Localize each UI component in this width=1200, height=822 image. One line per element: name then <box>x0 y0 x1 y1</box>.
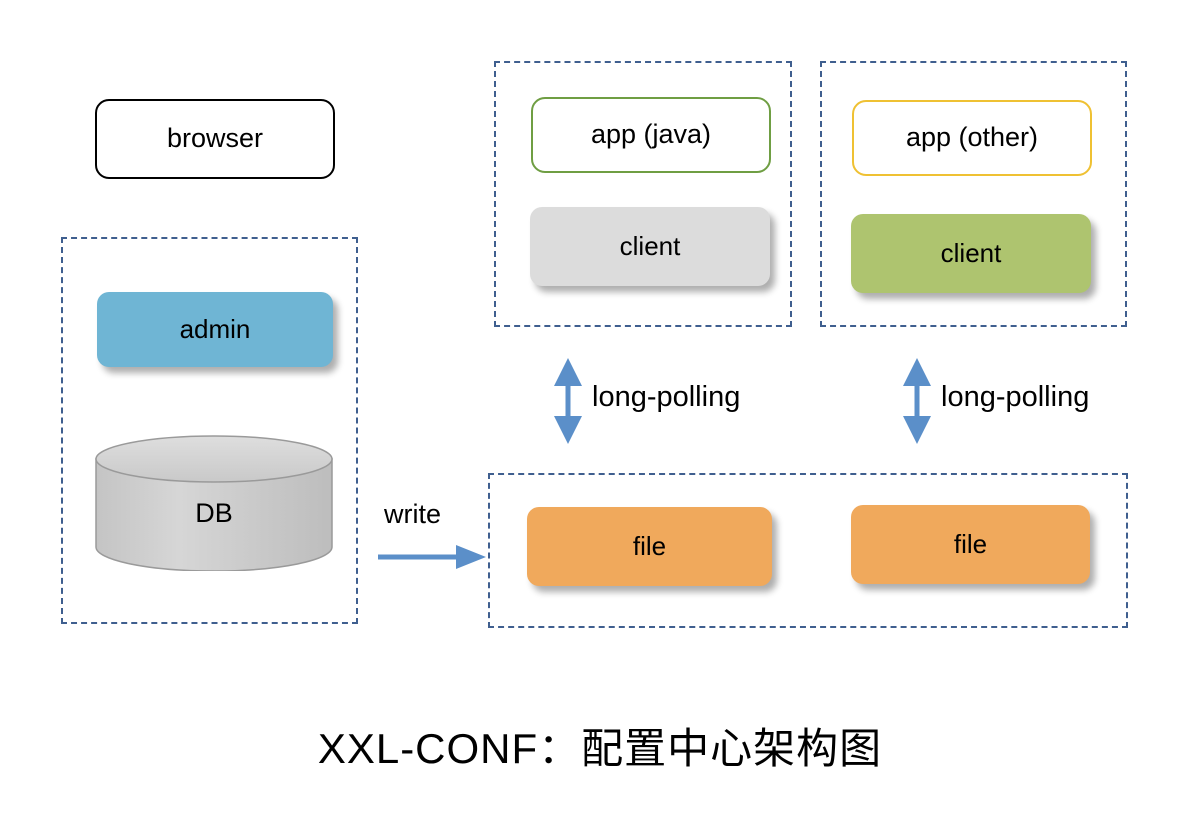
node-admin[interactable]: admin <box>97 292 333 367</box>
arrow-long-polling-left <box>554 358 582 444</box>
client-other-label: client <box>940 238 1002 269</box>
arrow-long-polling-right <box>903 358 931 444</box>
edge-label-long-polling-left: long-polling <box>592 381 741 413</box>
db-cylinder-icon <box>95 435 333 572</box>
node-client-java[interactable]: client <box>530 207 770 286</box>
db-label-wrap: DB <box>95 435 333 571</box>
group-app-other <box>820 61 1127 327</box>
edge-label-write: write <box>384 499 442 529</box>
admin-label: admin <box>179 314 251 345</box>
node-file-right[interactable]: file <box>851 505 1090 584</box>
edge-label-long-polling-right: long-polling <box>941 381 1090 413</box>
file-left-label: file <box>632 531 667 562</box>
group-admin-db <box>61 237 358 624</box>
browser-label: browser <box>166 123 264 154</box>
group-file-storage <box>488 473 1128 628</box>
node-app-java[interactable]: app (java) <box>531 97 771 173</box>
db-label: DB <box>195 498 233 529</box>
app-other-label: app (other) <box>905 122 1039 153</box>
file-right-label: file <box>953 529 988 560</box>
node-db[interactable]: DB <box>95 435 333 572</box>
node-browser[interactable]: browser <box>95 99 335 179</box>
node-client-other[interactable]: client <box>851 214 1091 293</box>
diagram-caption: XXL-CONF：配置中心架构图 <box>317 725 883 772</box>
client-java-label: client <box>619 231 681 262</box>
app-java-label: app (java) <box>590 119 712 150</box>
arrow-write <box>378 545 486 569</box>
group-app-java <box>494 61 792 327</box>
node-app-other[interactable]: app (other) <box>852 100 1092 176</box>
node-file-left[interactable]: file <box>527 507 772 586</box>
